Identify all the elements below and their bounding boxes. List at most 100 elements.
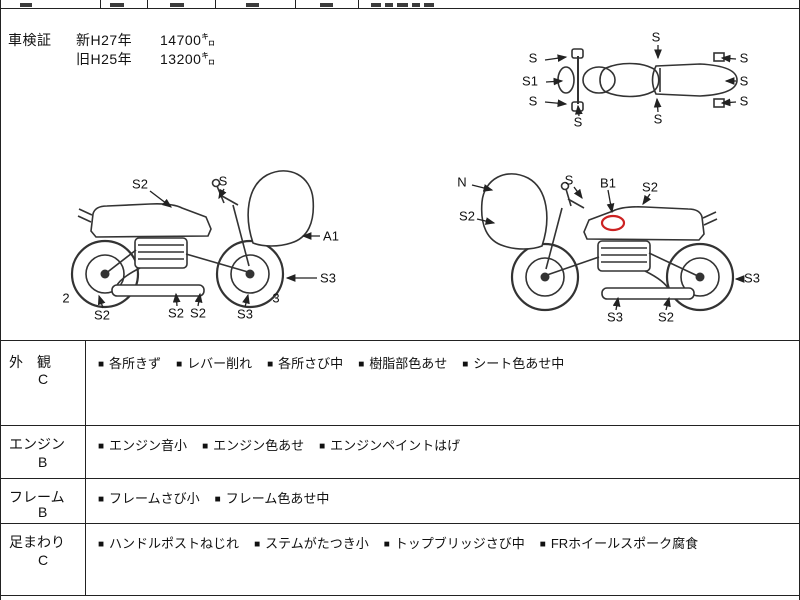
rightbike-label-s3-right: S3 — [744, 270, 760, 286]
shaken-row-value: 13200㌔ — [160, 51, 216, 67]
condition-row-undercarriage: 足まわり C ■ ハンドルポストねじれ ■ステムがたつき小 ■トップブリッジさび中… — [0, 523, 800, 595]
muffler — [601, 287, 695, 300]
bullet-square-icon: ■ — [176, 359, 183, 370]
condition-notes: ■ フレームさび小 ■フレーム色あせ中 — [98, 488, 329, 507]
leftbike-label-s2-bottom2: S2 — [168, 305, 184, 321]
divider-line — [0, 523, 800, 524]
condition-note: ■ フレームさび小 — [98, 488, 200, 507]
shaken-row-label: 旧H25年 — [76, 51, 133, 67]
border-line-left — [0, 0, 1, 600]
clipped-text-fragment — [110, 3, 124, 7]
condition-note: ■ 各所きず — [98, 353, 161, 372]
divider-line — [0, 595, 800, 596]
leftbike-label-s3-bottom: S3 — [237, 306, 253, 322]
bullet-square-icon: ■ — [202, 441, 209, 452]
condition-category: 足まわり — [9, 534, 65, 550]
condition-note-text: シート色あせ中 — [473, 356, 565, 371]
bullet-square-icon: ■ — [267, 359, 274, 370]
motorcycle-right-side-drawing — [480, 173, 735, 312]
condition-note: ■ エンジン色あせ — [202, 435, 304, 454]
rightbike-label-s2-bottom: S2 — [658, 309, 674, 325]
condition-category: 外 観 — [9, 354, 51, 370]
condition-note: ■ ハンドルポストねじれ — [98, 533, 239, 552]
condition-note-text: 樹脂部色あせ — [369, 356, 448, 371]
rightbike-label-s3-bottom: S3 — [607, 309, 623, 325]
clipped-text-fragment — [397, 3, 408, 7]
leftbike-label-3: 3 — [272, 290, 280, 306]
clipped-text-fragment — [20, 3, 32, 7]
bullet-square-icon: ■ — [539, 539, 546, 550]
condition-note: ■ステムがたつき小 — [254, 533, 369, 552]
topview-label-top: S — [651, 29, 661, 45]
leftbike-label-s3-right: S3 — [320, 270, 336, 286]
clipped-text-fragment — [170, 3, 184, 7]
leftbike-label-s2-top: S2 — [132, 176, 148, 192]
bullet-square-icon: ■ — [254, 539, 261, 550]
condition-note-text: フレーム色あせ中 — [225, 491, 330, 506]
annotation-arrows — [97, 45, 745, 311]
condition-row-exterior: 外 観 C ■各所きず ■レバー削れ ■各所さび中 ■樹脂部色あせ ■シート色あ… — [0, 340, 800, 425]
leftbike-label-2: 2 — [62, 290, 70, 306]
engine-block — [597, 240, 651, 272]
condition-row-engine: エンジン B ■エンジン音小 ■エンジン色あせ ■エンジンペイントはげ — [0, 425, 800, 478]
condition-note: ■フレーム色あせ中 — [215, 488, 330, 507]
bullet-square-icon: ■ — [98, 441, 105, 452]
condition-note-text: フレームさび小 — [109, 491, 200, 506]
column-divider — [215, 0, 216, 8]
column-divider — [295, 0, 296, 8]
bullet-square-icon: ■ — [98, 494, 105, 505]
topview-label-left-mid: S1 — [522, 73, 538, 89]
condition-row-frame: フレーム B ■フレームさび小 ■フレーム色あせ中 — [0, 478, 800, 523]
condition-note: ■トップブリッジさび中 — [384, 533, 525, 552]
condition-note-text: レバー削れ — [187, 356, 253, 371]
condition-note-text: 各所さび中 — [278, 356, 344, 371]
condition-note: ■ FRホイールスポーク腐食 — [540, 533, 698, 552]
clipped-text-fragment — [371, 3, 381, 7]
wheel-hub — [245, 269, 255, 279]
muffler — [111, 284, 205, 297]
condition-note-text: エンジン色あせ — [213, 438, 305, 453]
divider-line — [0, 340, 800, 341]
divider-line — [0, 425, 800, 426]
condition-grade: C — [38, 552, 49, 568]
motorcycle-left-side-drawing — [70, 170, 315, 309]
condition-note-text: ハンドルポストねじれ — [109, 536, 240, 551]
divider-line — [0, 478, 800, 479]
bullet-square-icon: ■ — [319, 441, 326, 452]
leftbike-label-s: S — [218, 173, 228, 189]
bullet-square-icon: ■ — [98, 539, 105, 550]
column-divider — [147, 0, 148, 8]
bullet-square-icon: ■ — [383, 539, 390, 550]
topview-label-right-lower: S — [739, 93, 749, 109]
condition-note: ■ エンジンペイントはげ — [319, 435, 460, 454]
rightbike-label-n: N — [457, 174, 467, 190]
motorcycle-top-view-drawing — [557, 48, 738, 112]
column-divider — [100, 0, 101, 8]
condition-notes: ■ ハンドルポストねじれ ■ステムがたつき小 ■トップブリッジさび中 ■ FRホイー… — [98, 533, 698, 552]
bullet-square-icon: ■ — [98, 359, 105, 370]
wheel-hub — [695, 272, 705, 282]
engine-block — [134, 237, 188, 269]
condition-note-text: 各所きず — [109, 356, 162, 371]
column-divider — [358, 0, 359, 8]
condition-note-text: エンジン音小 — [109, 438, 188, 453]
condition-note: ■シート色あせ中 — [462, 353, 564, 372]
condition-note: ■ エンジン音小 — [98, 435, 187, 454]
wheel-hub — [100, 269, 110, 279]
category-column-divider — [85, 340, 86, 595]
rightbike-label-s2-top: S2 — [642, 179, 658, 195]
topview-label-bottom-right: S — [653, 111, 663, 127]
rightbike-label-b1: B1 — [600, 175, 616, 191]
clipped-text-fragment — [385, 3, 393, 7]
shaken-row-label: 新H27年 — [76, 32, 133, 48]
condition-note-text: エンジンペイントはげ — [330, 438, 461, 453]
condition-grade: B — [38, 504, 48, 520]
condition-note-text: FRホイールスポーク腐食 — [550, 536, 699, 551]
topview-label-right-upper: S — [739, 50, 749, 66]
topview-label-bottom-left: S — [573, 114, 583, 130]
section-title: 車検証 — [8, 32, 52, 48]
red-circle-mark — [600, 214, 626, 232]
rightbike-label-s: S — [564, 172, 574, 188]
divider-line — [0, 8, 800, 9]
